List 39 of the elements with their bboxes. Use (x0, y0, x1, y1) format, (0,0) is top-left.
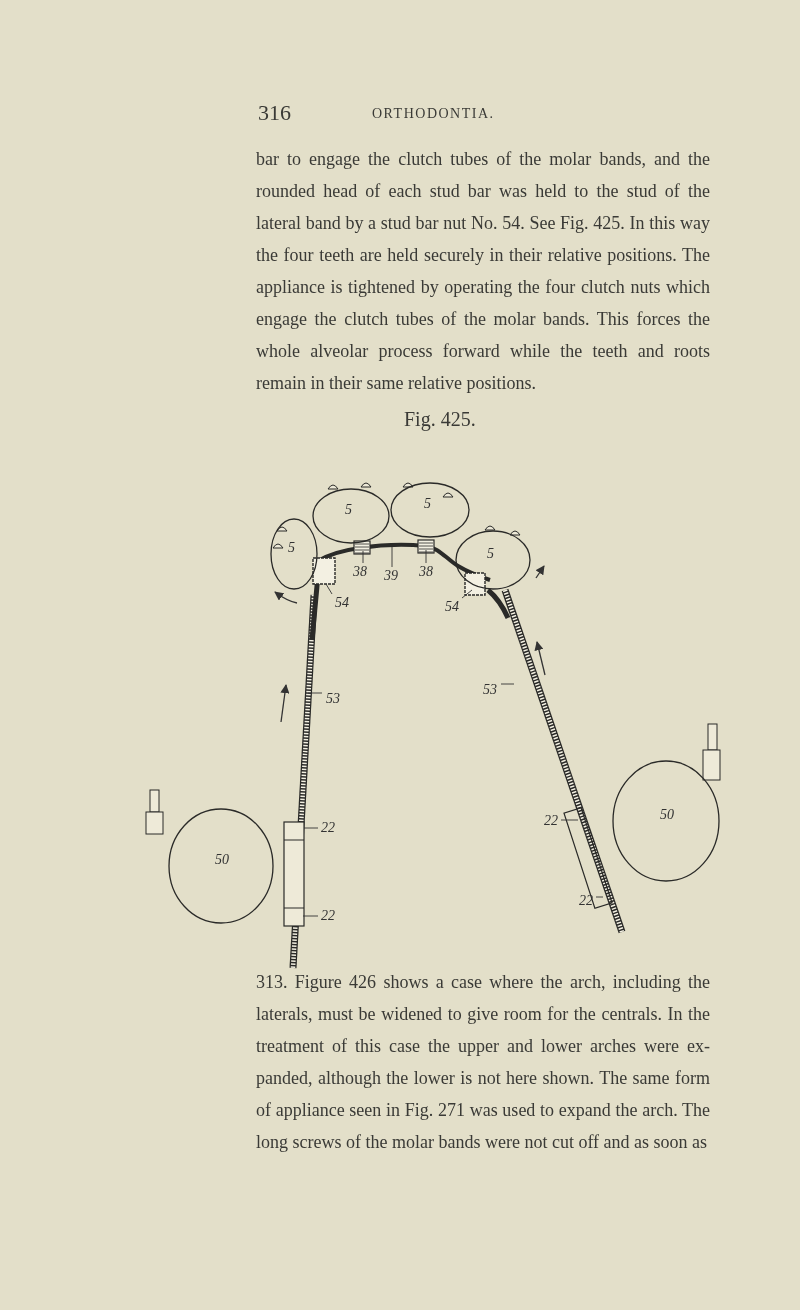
leader-line (500, 683, 515, 685)
callout-number: 54 (332, 594, 352, 612)
callout-number: 53 (322, 690, 344, 708)
page-number: 316 (258, 100, 292, 126)
body-paragraph: bar to engage the clutch tubes of the molar bands, and the rounded head of each stud bar was held to the stud of the lateral band by a stud bar nut No. 54. See Fig. 425. In this way the four teeth are held securely in their relative positions. The appliance is tightened by operating the four clutch nuts which engage the clutch tubes of the molar bands. This forces the whole alveolar process forward while the teeth and roots remain in their same relative positions. (256, 148, 710, 395)
tooth-outline (312, 488, 390, 544)
callout-number: 22 (318, 907, 338, 925)
part-number: 5 (345, 502, 352, 518)
part-number: 5 (424, 496, 431, 512)
leader-line (461, 589, 473, 599)
leader-line (302, 915, 319, 917)
callout-number: 22 (541, 812, 561, 830)
leader-line (425, 549, 427, 564)
tooth-outline (455, 530, 531, 590)
part-number: 5 (288, 540, 295, 556)
leader-line (560, 819, 579, 821)
leader-line (362, 550, 364, 564)
callout-number: 38 (350, 563, 370, 581)
part-number: 50 (660, 807, 674, 823)
molar-band (612, 760, 720, 882)
leader-line (391, 546, 393, 568)
molar-band (168, 808, 274, 924)
leader-line (595, 896, 604, 898)
body-paragraph: 313. Figure 426 shows a case where the arch, including the laterals, must be widened to give room for the centrals. In the treatment of this case the upper and lower arches were ex- panded, although the lower is not here shown. The same form of appliance seen in Fig. 271 was used to expand the arch. The long screws of the molar bands were not cut off and as soon as (256, 971, 710, 1154)
callout-number: 54 (442, 598, 462, 616)
callout-number: 39 (381, 567, 401, 585)
callout-number: 38 (416, 563, 436, 581)
part-number: 5 (487, 546, 494, 562)
leader-line (307, 692, 323, 694)
running-head: ORTHODONTIA. (372, 105, 496, 123)
callout-number: 53 (479, 681, 501, 699)
callout-number: 22 (576, 892, 596, 910)
tooth-outline (270, 518, 318, 590)
tooth-outline (390, 482, 470, 538)
part-number: 50 (215, 852, 229, 868)
leader-line (303, 827, 319, 829)
callout-number: 22 (318, 819, 338, 837)
leader-line (325, 583, 333, 595)
figure-caption: Fig. 425. (404, 407, 477, 432)
